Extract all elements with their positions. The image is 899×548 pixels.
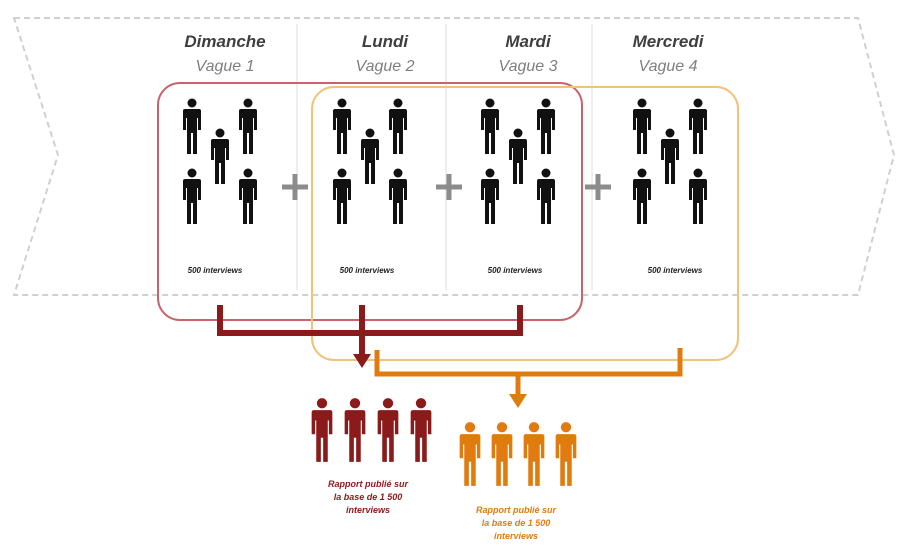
person-icon: [183, 168, 201, 224]
person-icon: [389, 98, 407, 154]
interview-count: 500 interviews: [339, 266, 395, 275]
report-caption-line: Rapport publié sur: [327, 479, 408, 489]
timeline-chevron-band: [12, 17, 896, 296]
interview-count: 500 interviews: [187, 266, 243, 275]
report-caption-group1: Rapport publié sur la base de 1 500 inte…: [293, 478, 443, 517]
person-icon: [311, 398, 333, 462]
person-icon: [211, 128, 229, 184]
person-icon: [633, 168, 651, 224]
people-cluster: [481, 98, 555, 224]
wave-label: Vague 4: [638, 58, 698, 75]
person-icon: [344, 398, 366, 462]
report-caption-group2: Rapport publié sur la base de 1 500 inte…: [441, 504, 591, 543]
people-cluster: [333, 98, 407, 224]
day-label: Mercredi: [632, 32, 704, 51]
person-icon: [410, 398, 432, 462]
day-label: Lundi: [361, 32, 409, 51]
person-icon: [389, 168, 407, 224]
report-caption-line: la base de 1 500: [333, 492, 403, 502]
person-icon: [537, 98, 555, 154]
arrow-down-icon: [509, 394, 527, 408]
plus-icon: [436, 174, 462, 200]
wave-label: Vague 1: [195, 58, 255, 75]
report-caption-line: la base de 1 500: [481, 518, 551, 528]
person-icon: [555, 422, 577, 486]
report-caption-line: interviews: [493, 531, 539, 541]
people-clusters: [183, 98, 707, 224]
person-icon: [377, 398, 399, 462]
report-group2-people: [459, 422, 577, 486]
report-caption-line: Rapport publié sur: [475, 505, 556, 515]
plus-icon: [585, 174, 611, 200]
plus-icons: [282, 174, 611, 200]
person-icon: [689, 168, 707, 224]
wave-label: Vague 2: [355, 58, 415, 75]
connector-group1: [217, 305, 523, 368]
person-icon: [523, 422, 545, 486]
day-label: Mardi: [505, 32, 551, 51]
person-icon: [333, 98, 351, 154]
person-icon: [481, 98, 499, 154]
person-icon: [333, 168, 351, 224]
person-icon: [491, 422, 513, 486]
person-icon: [633, 98, 651, 154]
person-icon: [183, 98, 201, 154]
person-icon: [481, 168, 499, 224]
person-icon: [661, 128, 679, 184]
report-group1-people: [311, 398, 432, 462]
wave-label: Vague 3: [498, 58, 558, 75]
person-icon: [239, 168, 257, 224]
interview-count: 500 interviews: [647, 266, 703, 275]
person-icon: [361, 128, 379, 184]
report-caption-line: interviews: [345, 505, 391, 515]
connector-group2: [374, 348, 683, 408]
group-box-waves-2-4: [311, 86, 739, 361]
person-icon: [689, 98, 707, 154]
people-cluster: [633, 98, 707, 224]
plus-icon: [282, 174, 308, 200]
column-dividers: [296, 24, 593, 290]
person-icon: [459, 422, 481, 486]
day-label: Dimanche: [184, 32, 266, 51]
arrow-down-icon: [353, 354, 371, 368]
person-icon: [509, 128, 527, 184]
group-box-waves-1-3: [157, 82, 583, 321]
interview-count: 500 interviews: [487, 266, 543, 275]
person-icon: [537, 168, 555, 224]
person-icon: [239, 98, 257, 154]
people-cluster: [183, 98, 257, 224]
